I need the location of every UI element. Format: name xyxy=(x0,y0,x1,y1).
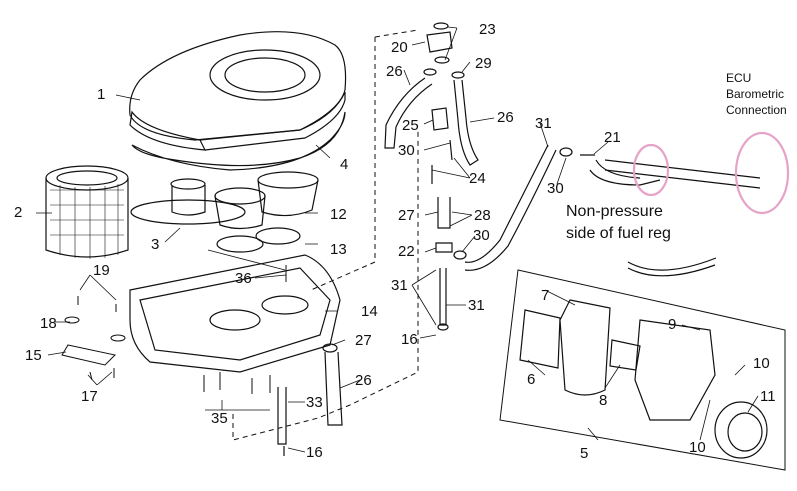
part-label: 17 xyxy=(81,388,98,405)
leader-lines xyxy=(36,26,759,453)
part-label: 3 xyxy=(151,236,160,253)
part-label: 11 xyxy=(760,388,776,405)
part-label: 12 xyxy=(330,206,347,223)
part-label: 14 xyxy=(361,303,378,320)
part-label: 6 xyxy=(527,371,536,388)
highlight-circles xyxy=(632,131,790,215)
part-label: 30 xyxy=(473,227,490,244)
part-label: 15 xyxy=(25,347,42,364)
part-label: 30 xyxy=(547,180,564,197)
note-line: Non-pressure xyxy=(566,203,663,220)
ecu-connection-highlight-circle xyxy=(734,131,790,215)
part-label: 21 xyxy=(604,129,621,146)
velocity-stacks xyxy=(130,171,319,230)
part-label: 27 xyxy=(398,207,415,224)
airbox-cover xyxy=(129,31,347,151)
part-label: 5 xyxy=(580,445,589,462)
part-label: 1 xyxy=(97,86,106,103)
part-label: 19 xyxy=(93,262,110,279)
fasteners xyxy=(61,265,287,394)
part-label: 26 xyxy=(355,372,372,389)
part-label: 31 xyxy=(468,297,485,314)
part-label: 25 xyxy=(402,117,419,134)
part-label: 10 xyxy=(689,439,706,456)
part-label: 8 xyxy=(599,392,608,409)
part-label: 31 xyxy=(535,115,552,132)
fuel-reg-note: Non-pressure side of fuel reg xyxy=(566,201,671,245)
part-label: 29 xyxy=(475,55,492,72)
part-label: 10 xyxy=(753,355,770,372)
part-label: 28 xyxy=(474,207,491,224)
air-filter xyxy=(45,165,129,259)
ecu-connection-note: ECU Barometric Connection xyxy=(726,70,787,118)
part-label: 13 xyxy=(330,241,347,258)
part-label: 4 xyxy=(340,156,349,173)
part-label: 22 xyxy=(398,243,415,260)
fuel-reg-highlight-circle xyxy=(632,143,670,197)
intake-assembly xyxy=(499,269,786,471)
part-label: 2 xyxy=(14,204,23,221)
part-label: 35 xyxy=(211,410,228,427)
base-hoses xyxy=(277,343,343,456)
part-label: 24 xyxy=(469,170,486,187)
part-label: 30 xyxy=(398,142,415,159)
part-label: 26 xyxy=(386,63,403,80)
part-label: 23 xyxy=(479,21,496,38)
note-line: Connection xyxy=(726,103,787,117)
part-label: 16 xyxy=(306,444,323,461)
o-rings xyxy=(216,227,301,253)
airbox-base xyxy=(129,254,341,373)
part-label: 18 xyxy=(40,315,57,332)
part-label: 20 xyxy=(391,39,408,56)
note-line: ECU xyxy=(726,71,752,85)
part-label: 33 xyxy=(306,394,323,411)
note-line: side of fuel reg xyxy=(566,225,671,242)
part-label: 31 xyxy=(391,277,408,294)
center-vacuum-parts xyxy=(384,22,479,331)
part-label: 16 xyxy=(401,331,418,348)
part-label: 27 xyxy=(355,332,372,349)
part-label: 9 xyxy=(668,316,677,333)
part-label: 7 xyxy=(541,287,550,304)
fuel-reg-hoses xyxy=(464,144,761,277)
part-label: 26 xyxy=(497,109,514,126)
cover-gasket xyxy=(131,111,346,171)
note-line: Barometric xyxy=(726,87,785,101)
part-label: 36 xyxy=(235,270,252,287)
